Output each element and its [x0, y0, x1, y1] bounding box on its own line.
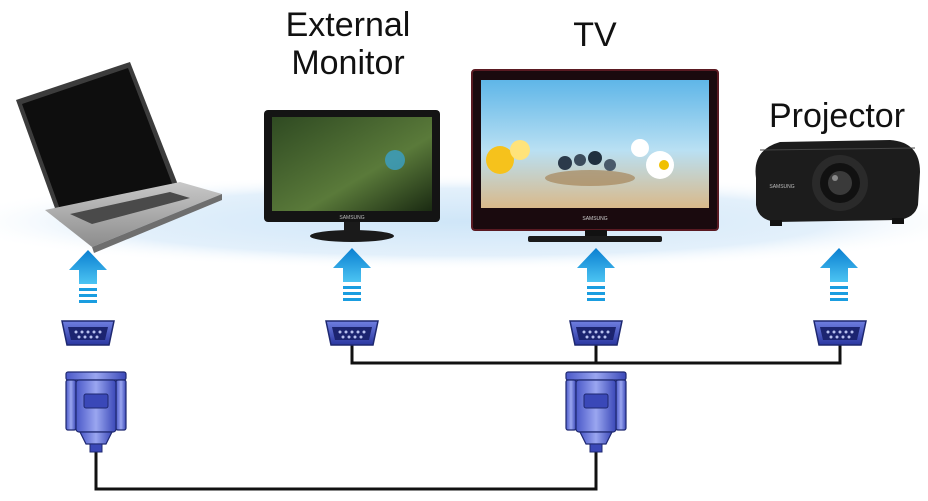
- vga-plug-icon: [65, 371, 127, 453]
- up-arrow-icon: [69, 250, 107, 303]
- projector-brand-text: SAMSUNG: [769, 184, 794, 190]
- vga-cable: [94, 450, 598, 491]
- vga-port-icon: [813, 320, 867, 346]
- vga-port-icon: [325, 320, 379, 346]
- external-monitor-label: External Monitor: [285, 6, 411, 82]
- vga-port-icon: [569, 320, 623, 346]
- up-arrow-icon: [333, 248, 371, 301]
- tv-icon: SAMSUNG: [471, 69, 719, 242]
- tv-brand-text: SAMSUNG: [582, 216, 607, 222]
- laptop-icon: [16, 62, 222, 253]
- projector-label: Projector: [768, 97, 906, 135]
- up-arrow-icon: [820, 248, 858, 301]
- vga-plug-icon: [565, 371, 627, 453]
- tv-label: TV: [573, 16, 617, 54]
- up-arrow-icon: [577, 248, 615, 301]
- monitor-brand-text: SAMSUNG: [339, 215, 364, 221]
- external-monitor-icon: SAMSUNG: [264, 110, 440, 242]
- splitter-cable: [350, 345, 842, 365]
- vga-port-icon: [61, 320, 115, 346]
- projector-icon: SAMSUNG: [755, 140, 920, 226]
